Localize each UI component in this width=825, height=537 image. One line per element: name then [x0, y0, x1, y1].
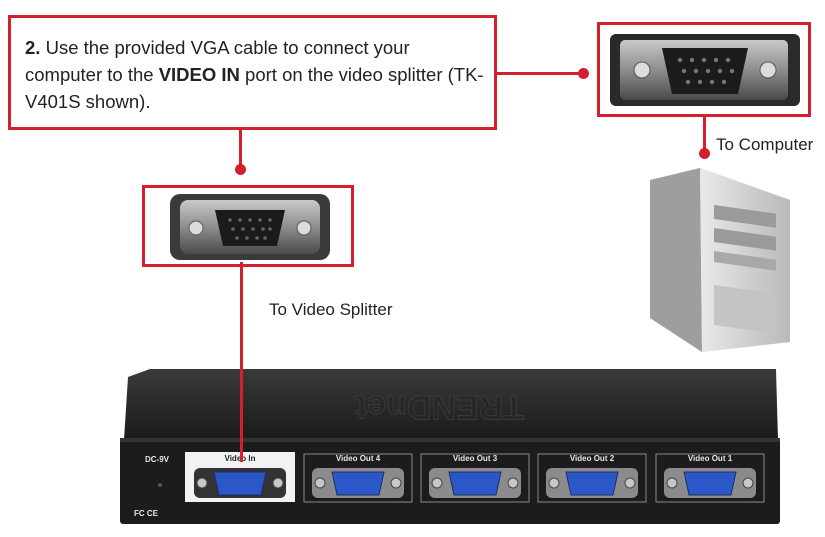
port-video-in: Video In [185, 452, 295, 502]
port-label: Video Out 2 [570, 454, 615, 463]
video-splitter-device: TRENDnet DC-9V FC CE Video In Video Out 4… [120, 369, 780, 524]
port-label: Video Out 1 [688, 454, 733, 463]
connector-dot-splitter-cable [235, 164, 246, 175]
vga-cable-splitter [170, 194, 330, 260]
connector-dot-computer-cable [578, 68, 589, 79]
instruction-text: 2. Use the provided VGA cable to connect… [25, 34, 485, 115]
instruction-box: 2. Use the provided VGA cable to connect… [8, 15, 497, 130]
instruction-part1: Use the provided VGA cable to connect yo… [25, 37, 410, 85]
connector-line-splitter-cable-to-video-in [240, 262, 243, 462]
power-label: DC-9V [145, 455, 170, 464]
port-label: Video Out 3 [453, 454, 498, 463]
instruction-part2: port on the video splitter (TK-V401S sho… [25, 64, 484, 112]
connector-dot-computer [699, 148, 710, 159]
to-computer-label: To Computer [716, 135, 814, 154]
connector-line-computer-cable-to-pc [703, 117, 706, 152]
vga-cable-computer [610, 34, 800, 106]
instruction-highlight: VIDEO IN [158, 64, 240, 85]
port-video-out-2: Video Out 2 [537, 453, 647, 503]
port-video-out-4: Video Out 4 [303, 453, 413, 503]
to-splitter-label: To Video Splitter [269, 300, 393, 319]
connector-line-instruction-to-splitter-cable [239, 130, 242, 168]
port-video-out-1: Video Out 1 [655, 453, 765, 503]
connector-line-instruction-to-computer-cable [497, 72, 583, 75]
computer-tower-icon [650, 168, 790, 352]
step-number: 2. [25, 37, 41, 58]
cert-label: FC CE [134, 509, 159, 518]
brand-emboss: TRENDnet [356, 388, 524, 426]
port-video-out-3: Video Out 3 [420, 453, 530, 503]
port-label: Video Out 4 [336, 454, 381, 463]
